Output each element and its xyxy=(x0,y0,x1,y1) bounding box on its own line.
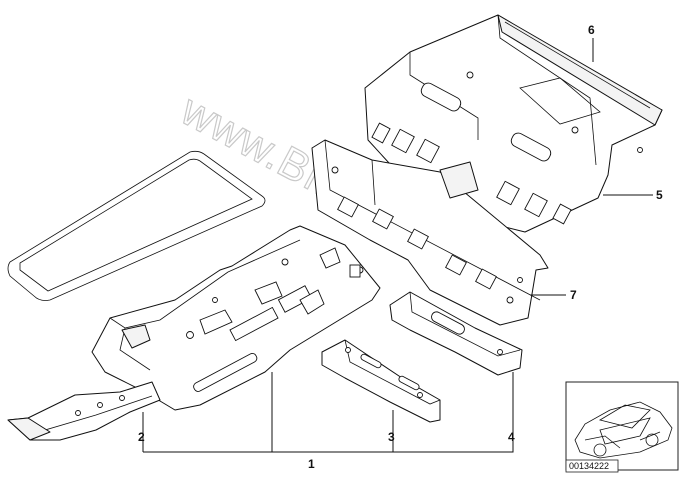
callout-2: 2 xyxy=(138,430,145,444)
leader-lines xyxy=(142,38,653,453)
thumbnail-reference-number: 00134222 xyxy=(569,461,609,471)
part-3-center-bracket[interactable] xyxy=(321,339,441,423)
callout-3: 3 xyxy=(388,430,395,444)
callout-6: 6 xyxy=(588,23,595,37)
callout-5: 5 xyxy=(656,188,663,202)
part-2-tunnel-bracket[interactable] xyxy=(7,381,161,441)
callout-1: 1 xyxy=(308,457,315,471)
callout-4: 4 xyxy=(508,430,515,444)
part-4-side-bracket[interactable] xyxy=(389,291,523,376)
floor-mat-outline xyxy=(7,150,266,301)
part-7-seat-cross-member[interactable] xyxy=(311,139,549,326)
callout-7: 7 xyxy=(570,288,577,302)
part-1-floor-pan[interactable] xyxy=(91,225,381,411)
vehicle-thumbnail: 00134222 xyxy=(565,381,679,473)
